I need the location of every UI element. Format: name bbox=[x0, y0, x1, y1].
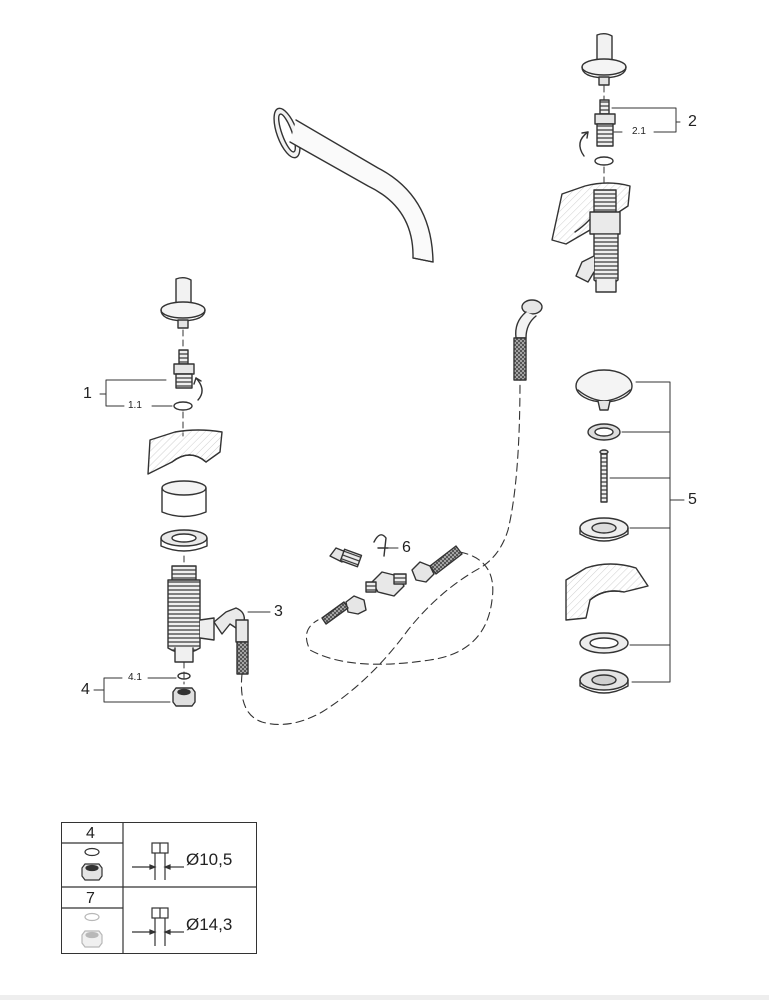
left-o-ring bbox=[173, 401, 193, 411]
right-cartridge bbox=[579, 99, 616, 157]
callout-1: 1 bbox=[83, 385, 92, 402]
right-handle bbox=[581, 33, 627, 86]
table-row-7-diameter: Ø14,3 bbox=[186, 915, 233, 934]
right-braided-hose bbox=[513, 337, 527, 381]
right-valve-body bbox=[575, 189, 621, 293]
callout-5: 5 bbox=[688, 491, 697, 508]
reference-table bbox=[61, 822, 257, 954]
callout-4-1: 4.1 bbox=[127, 672, 143, 683]
t-piece-clip bbox=[373, 534, 389, 557]
t-piece-right-hose bbox=[411, 545, 463, 583]
callout-3: 3 bbox=[274, 603, 283, 620]
table-row-4-pipe-icon bbox=[132, 842, 184, 880]
callout-leaders bbox=[93, 107, 685, 703]
left-hose-path bbox=[240, 379, 521, 725]
drain-lock-nut bbox=[579, 669, 629, 694]
table-row-7-pipe-icon bbox=[132, 907, 184, 946]
drain-assembly bbox=[565, 369, 649, 694]
t-piece-body bbox=[365, 571, 407, 597]
table-row-4-diameter: Ø10,5 bbox=[186, 850, 233, 869]
drain-lower-gasket bbox=[579, 632, 629, 654]
callout-4: 4 bbox=[81, 681, 90, 698]
table-row-7-seal-icon bbox=[84, 912, 100, 922]
table-row-7-nut-icon bbox=[81, 930, 103, 948]
callout-1-1: 1.1 bbox=[127, 400, 143, 411]
right-valve-assembly bbox=[513, 33, 631, 381]
t-piece-left-adapter bbox=[329, 547, 363, 568]
left-handle bbox=[160, 277, 206, 329]
reference-table-drawings bbox=[61, 822, 257, 954]
table-row-4-nut-icon bbox=[81, 863, 103, 881]
left-small-seal bbox=[177, 672, 191, 680]
callout-6: 6 bbox=[402, 539, 411, 556]
table-row-4-seal-icon bbox=[84, 847, 100, 857]
right-o-ring bbox=[594, 156, 614, 166]
right-hose-elbow bbox=[515, 299, 543, 339]
drain-basin-section bbox=[565, 563, 649, 621]
drain-screw bbox=[599, 449, 609, 503]
spout bbox=[273, 107, 434, 263]
drain-body bbox=[579, 517, 629, 542]
left-valve-assembly bbox=[147, 277, 249, 707]
t-piece-assembly bbox=[321, 534, 463, 625]
callout-2-1: 2.1 bbox=[631, 126, 647, 137]
t-piece-left-hose bbox=[321, 595, 367, 625]
drain-cap bbox=[575, 369, 633, 411]
callout-2: 2 bbox=[688, 113, 697, 130]
mixer-loop-path bbox=[305, 551, 494, 665]
left-flange-nut bbox=[160, 529, 208, 552]
left-valve-body bbox=[167, 565, 215, 663]
left-sleeve bbox=[161, 480, 207, 518]
table-row-4-item: 4 bbox=[86, 825, 95, 842]
footer-bar bbox=[0, 995, 769, 1000]
left-compression-nut bbox=[172, 687, 196, 707]
left-deck-section bbox=[147, 429, 223, 475]
drain-gasket bbox=[587, 423, 621, 441]
left-elbow-connector bbox=[213, 607, 249, 643]
table-row-7-item: 7 bbox=[86, 890, 95, 907]
left-braided-hose bbox=[236, 641, 249, 675]
left-cartridge bbox=[173, 349, 203, 401]
